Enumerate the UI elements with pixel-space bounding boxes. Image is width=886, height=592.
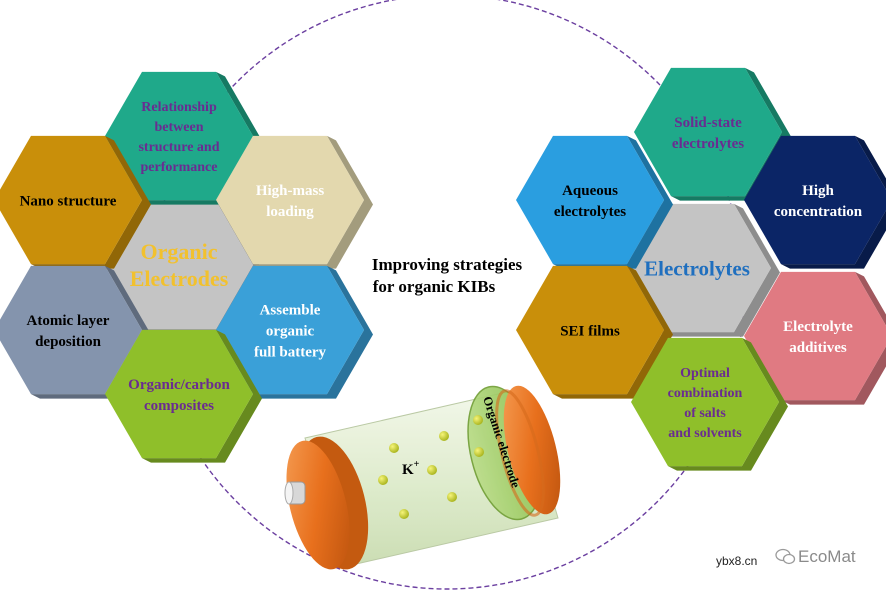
battery-right-cap-rim bbox=[495, 389, 545, 517]
sei-films-hexagon-face bbox=[516, 265, 664, 395]
center-hexagon-face bbox=[105, 200, 253, 330]
center-title-line-2: for organic KIBs bbox=[373, 277, 496, 296]
potassium-ion-dot bbox=[378, 475, 388, 485]
sei-films-label: SEI films bbox=[560, 323, 620, 339]
center-label: Electrolytes bbox=[644, 256, 750, 280]
high-concentration-hexagon-face bbox=[744, 135, 886, 265]
center-hexagon bbox=[623, 203, 780, 337]
assemble-battery-hexagon bbox=[216, 265, 373, 399]
electrolyte-additives-hexagon-face bbox=[744, 271, 886, 401]
aqueous-hexagon-face bbox=[516, 135, 664, 265]
battery-terminal-top bbox=[284, 481, 294, 505]
nano-structure-label: Nano structure bbox=[20, 193, 117, 209]
center-hexagon-face bbox=[623, 203, 771, 333]
organic-carbon-hexagon bbox=[105, 329, 262, 463]
high-mass-loading-hexagon-face bbox=[216, 135, 364, 265]
high-concentration-hexagon bbox=[744, 135, 886, 269]
electrolyte-additives-hexagon bbox=[744, 271, 886, 405]
potassium-ion-dot bbox=[439, 431, 449, 441]
nano-structure-hexagon-face bbox=[0, 135, 142, 265]
potassium-ion-dot bbox=[399, 509, 409, 519]
battery-right-cap bbox=[503, 385, 561, 515]
high-mass-loading-hexagon bbox=[216, 135, 373, 269]
potassium-ion-dot bbox=[389, 443, 399, 453]
ion-label: K+ bbox=[402, 459, 420, 478]
relationship-hexagon-face bbox=[105, 71, 253, 201]
potassium-ion-dot bbox=[473, 415, 483, 425]
watermark-brand: EcoMat bbox=[798, 547, 856, 566]
atomic-layer-hexagon-face bbox=[0, 265, 142, 395]
battery-illustration: K+ Organic electrode bbox=[284, 385, 561, 570]
wechat-icon bbox=[775, 548, 796, 565]
assemble-battery-hexagon-face bbox=[216, 265, 364, 395]
atomic-layer-hexagon bbox=[0, 265, 151, 399]
relationship-hexagon bbox=[105, 71, 262, 205]
solid-state-hexagon bbox=[634, 67, 791, 201]
organic-carbon-hexagon-face bbox=[105, 329, 253, 459]
center-title-line-1: Improving strategies bbox=[372, 255, 523, 274]
potassium-ion-dot bbox=[474, 447, 484, 457]
solid-state-hexagon-face bbox=[634, 67, 782, 197]
aqueous-hexagon bbox=[516, 135, 673, 269]
center-hexagon bbox=[105, 200, 262, 334]
optimal-combination-hexagon bbox=[631, 337, 788, 471]
optimal-combination-hexagon-face bbox=[631, 337, 779, 467]
watermark-site: ybx8.cn bbox=[716, 554, 757, 568]
sei-films-hexagon bbox=[516, 265, 673, 399]
potassium-ion-dot bbox=[447, 492, 457, 502]
battery-left-cap bbox=[286, 440, 350, 570]
nano-structure-hexagon bbox=[0, 135, 151, 269]
potassium-ion-dot bbox=[427, 465, 437, 475]
